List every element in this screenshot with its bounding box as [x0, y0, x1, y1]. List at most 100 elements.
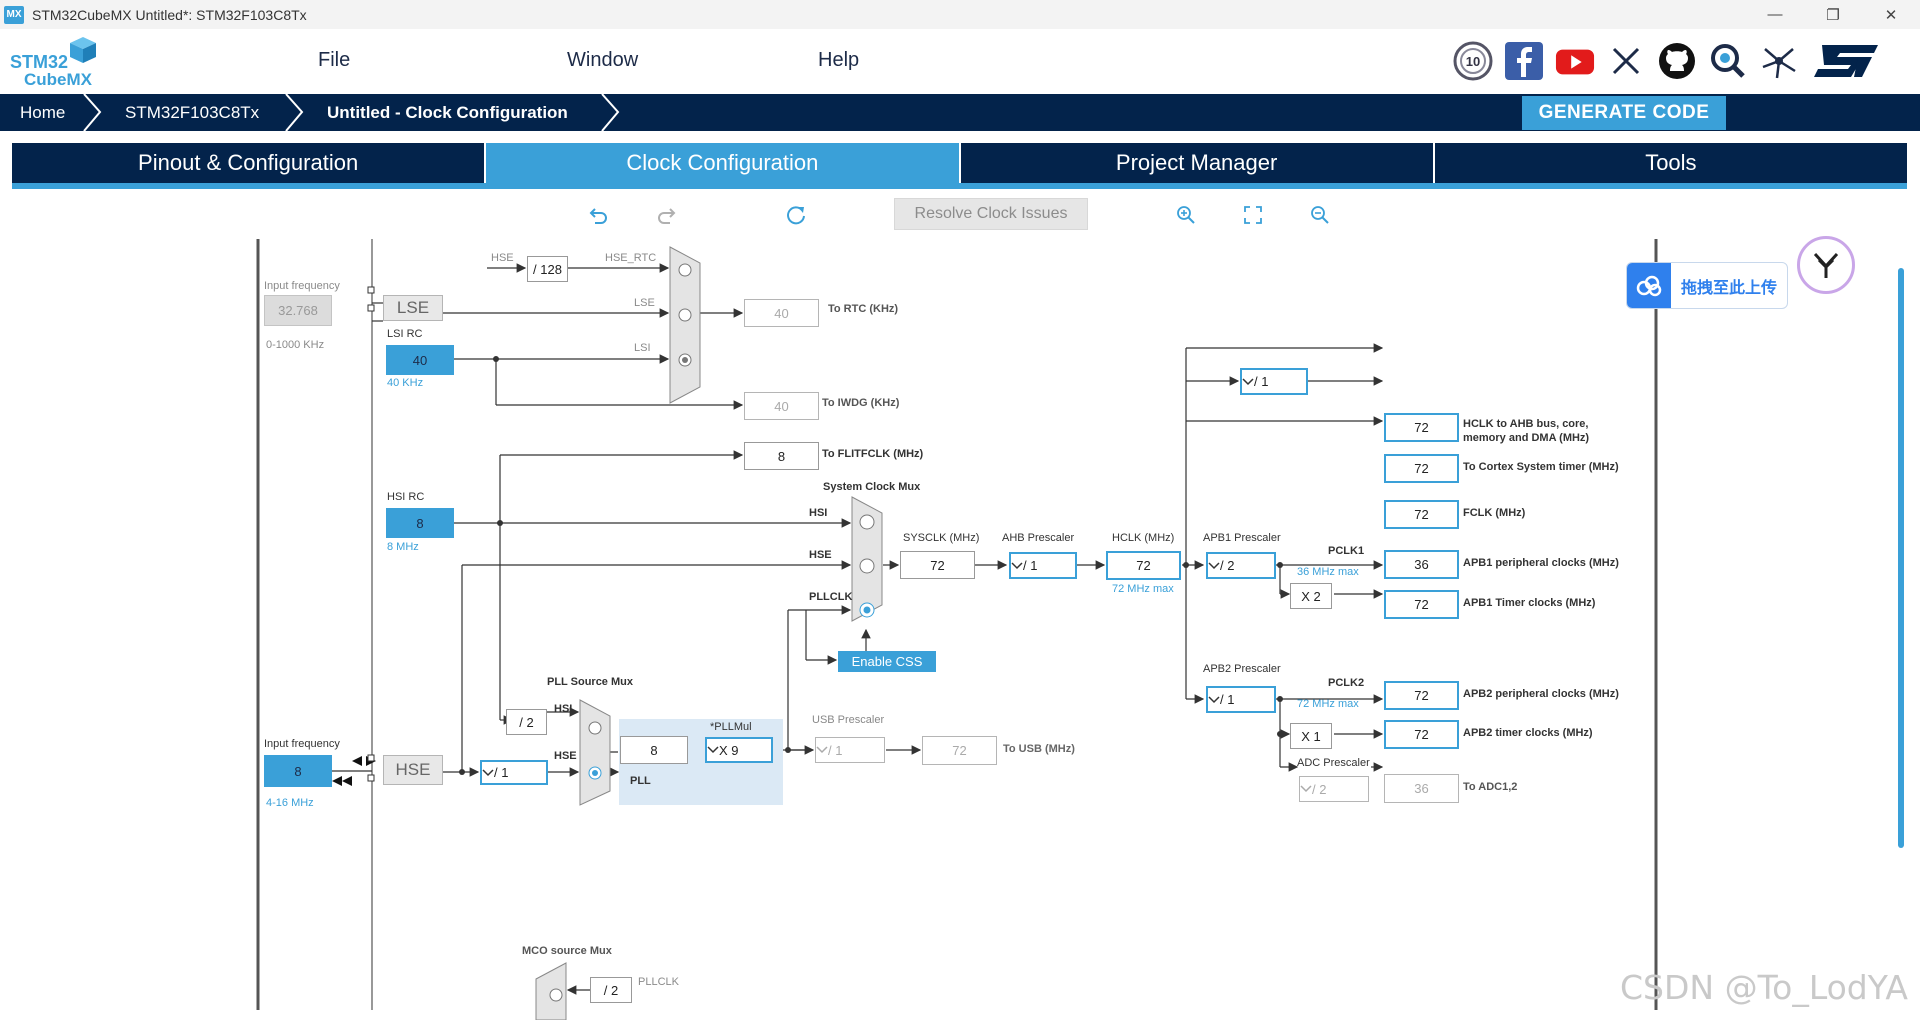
st-community-icon[interactable]	[1708, 41, 1748, 81]
menu-window[interactable]: Window	[567, 49, 639, 71]
menu-file[interactable]: File	[318, 49, 351, 71]
anniversary-10-icon[interactable]: 10	[1453, 41, 1493, 81]
hse-predivider-value: / 1	[494, 765, 509, 780]
upload-drop-button[interactable]: 拖拽至此上传	[1626, 262, 1788, 309]
apb1-peripheral-output[interactable]: 36	[1384, 550, 1459, 579]
logo-text-cubemx: CubeMX	[24, 70, 92, 89]
usb-prescaler-select[interactable]: / 1	[815, 737, 885, 763]
stm32cubemx-logo: STM32 CubeMX	[10, 35, 100, 90]
st-logo-icon[interactable]	[1810, 41, 1882, 81]
cortex-timer-output[interactable]: 72	[1384, 454, 1459, 483]
zoom-out-icon[interactable]	[1308, 203, 1332, 227]
apb1-timer-multiplier: X 2	[1290, 583, 1332, 609]
undo-icon[interactable]	[587, 203, 611, 227]
cortex-timer-divider-value: / 1	[1254, 374, 1269, 389]
hclk-ahb-output[interactable]: 72	[1384, 413, 1459, 442]
enable-css-button[interactable]: Enable CSS	[838, 651, 936, 672]
hsi-rc-value: 8	[386, 508, 454, 538]
lsi-khz-label: 40 KHz	[387, 377, 424, 389]
main-tabs: Pinout & Configuration Clock Configurati…	[12, 143, 1907, 183]
mco-source-mux-label: MCO source Mux	[522, 945, 612, 957]
pll-mux-hse-label: HSE	[554, 750, 577, 762]
hse-range-label: 4-16 MHz	[266, 797, 314, 809]
system-clock-mux-label: System Clock Mux	[823, 481, 921, 493]
hclk-field[interactable]: 72	[1106, 551, 1181, 580]
lse-input-label: Input frequency	[264, 280, 340, 292]
ahb-prescaler-select[interactable]: / 1	[1009, 552, 1077, 579]
zoom-in-icon[interactable]	[1174, 203, 1198, 227]
apb2-peripheral-output-label: APB2 peripheral clocks (MHz)	[1463, 688, 1619, 700]
breadcrumb-mcu[interactable]: STM32F103C8Tx	[125, 102, 260, 122]
close-button[interactable]: ✕	[1884, 6, 1898, 24]
apb1-timer-output[interactable]: 72	[1384, 590, 1459, 619]
sysmux-hsi-label: HSI	[809, 507, 828, 519]
hse-rtc-input-label: HSE	[491, 252, 514, 264]
fclk-output[interactable]: 72	[1384, 500, 1459, 529]
chevron-down-icon	[816, 746, 828, 754]
title-bar: MX STM32CubeMX Untitled*: STM32F103C8Tx …	[0, 0, 1920, 29]
x-icon[interactable]	[1606, 41, 1646, 81]
hse-input-field[interactable]: 8	[264, 755, 332, 787]
tab-pinout[interactable]: Pinout & Configuration	[12, 143, 487, 183]
fclk-output-label: FCLK (MHz)	[1463, 507, 1526, 519]
iwdg-output: 40	[744, 392, 819, 420]
lsi-line-label: LSI	[634, 342, 651, 354]
reset-icon[interactable]	[784, 203, 808, 227]
hse-predivider-select[interactable]: / 1	[480, 760, 548, 785]
apb1-prescaler-value: / 2	[1220, 558, 1235, 573]
cloud-upload-icon	[1627, 263, 1671, 308]
facebook-icon[interactable]	[1504, 41, 1544, 81]
vertical-scrollbar[interactable]	[1898, 268, 1904, 848]
hclk-ahb-output-label-2: memory and DMA (MHz)	[1463, 432, 1590, 444]
mco-div2: / 2	[590, 977, 632, 1003]
apb2-timer-output[interactable]: 72	[1384, 720, 1459, 749]
restore-button[interactable]: ❐	[1826, 6, 1840, 24]
ahb-prescaler-value: / 1	[1023, 558, 1038, 573]
ahb-prescaler-label: AHB Prescaler	[1002, 532, 1075, 544]
pclk1-max-label: 36 MHz max	[1297, 566, 1359, 578]
tab-project-manager[interactable]: Project Manager	[960, 143, 1435, 183]
tab-underline	[12, 183, 1907, 189]
tab-clock-configuration[interactable]: Clock Configuration	[486, 143, 961, 183]
adc-prescaler-value: / 2	[1312, 781, 1327, 797]
chevron-down-icon	[1242, 377, 1254, 385]
flitfclk-output: 8	[744, 442, 819, 470]
resolve-clock-issues-button[interactable]: Resolve Clock Issues	[894, 198, 1088, 230]
network-icon[interactable]	[1759, 41, 1799, 81]
lse-line-label: LSE	[634, 297, 655, 309]
menu-help[interactable]: Help	[818, 49, 860, 71]
pllmul-select[interactable]: X 9	[705, 737, 773, 763]
apb1-peripheral-output-label: APB1 peripheral clocks (MHz)	[1463, 557, 1619, 569]
sysclk-field[interactable]: 72	[900, 551, 975, 579]
apb2-prescaler-value: / 1	[1220, 692, 1235, 707]
tab-tools[interactable]: Tools	[1434, 143, 1907, 183]
adc-output: 36	[1384, 774, 1459, 803]
apb1-prescaler-select[interactable]: / 2	[1206, 552, 1276, 579]
pclk1-label: PCLK1	[1328, 545, 1365, 557]
assistant-badge-icon[interactable]	[1797, 236, 1855, 294]
adc-prescaler-select[interactable]: / 2	[1299, 776, 1369, 802]
fit-screen-icon[interactable]	[1241, 203, 1265, 227]
lse-input-field[interactable]: 32.768	[264, 295, 332, 326]
usb-output-label: To USB (MHz)	[1003, 743, 1075, 755]
lsi-rc-value: 40	[386, 345, 454, 375]
usb-output: 72	[922, 736, 997, 765]
redo-icon[interactable]	[654, 203, 678, 227]
chevron-down-icon	[1208, 561, 1220, 569]
cortex-timer-divider-select[interactable]: / 1	[1240, 368, 1308, 395]
apb2-peripheral-output[interactable]: 72	[1384, 681, 1459, 710]
youtube-icon[interactable]	[1555, 41, 1595, 81]
hclk-max-label: 72 MHz max	[1112, 583, 1174, 595]
apb2-prescaler-select[interactable]: / 1	[1206, 686, 1276, 713]
minimize-button[interactable]: —	[1767, 6, 1783, 23]
breadcrumb-home[interactable]: Home	[20, 102, 66, 122]
chevron-right-icon	[285, 94, 304, 131]
github-icon[interactable]	[1657, 41, 1697, 81]
breadcrumb-current[interactable]: Untitled - Clock Configuration	[327, 102, 568, 122]
hse-rtc-label: HSE_RTC	[605, 252, 657, 264]
usb-prescaler-value: / 1	[828, 742, 843, 758]
pll-mux-hsi-label: HSI	[554, 703, 573, 715]
rtc-output: 40	[744, 299, 819, 327]
generate-code-button[interactable]: GENERATE CODE	[1522, 96, 1726, 130]
menu-bar: STM32 CubeMX File Window Help 10	[0, 29, 1920, 94]
